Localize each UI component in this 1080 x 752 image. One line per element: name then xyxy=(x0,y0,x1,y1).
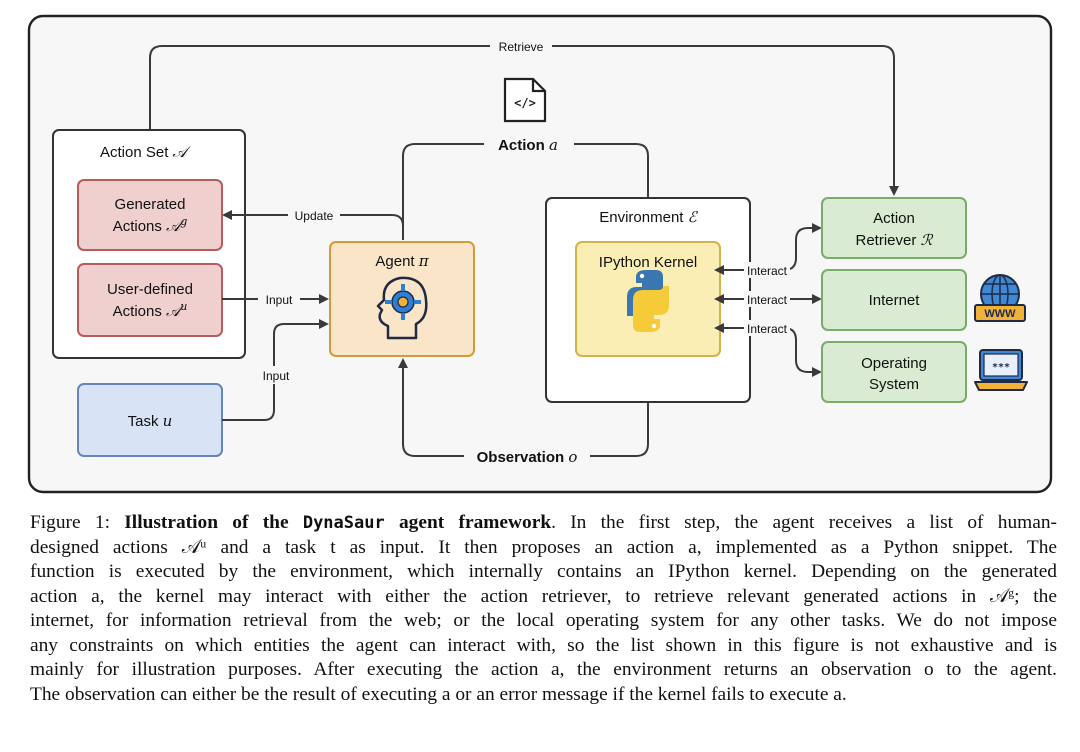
caption-line-1: Figure 1: Illustration of the DynaSaur a… xyxy=(30,512,1058,533)
operating-system-line1: Operating xyxy=(861,355,927,372)
python-logo-icon xyxy=(627,270,669,332)
operating-system-line2: System xyxy=(869,376,919,393)
generated-actions-line2: Actions 𝒜g xyxy=(113,215,188,235)
caption-line-7: mainly for illustration purposes. After … xyxy=(30,659,1057,680)
internet-box xyxy=(821,269,967,331)
environment-label: Environment ℰ xyxy=(599,208,698,226)
interact-label-2: Interact xyxy=(747,293,788,307)
retrieve-label: Retrieve xyxy=(499,40,544,54)
caption-line-6: any constraints on which entities the ag… xyxy=(30,634,1057,656)
user-defined-actions-line2: Actions 𝒜u xyxy=(113,300,188,320)
caption-line-3: function is executed by the environment,… xyxy=(30,561,1057,582)
caption-line-5: internet, for information retrieval from… xyxy=(30,610,1057,631)
figure-caption: Figure 1: Illustration of the DynaSaur a… xyxy=(30,511,1057,707)
interact-label-3: Interact xyxy=(747,322,788,336)
operating-system-box xyxy=(821,341,967,403)
input-label-1: Input xyxy=(266,293,293,307)
action-label: Action a xyxy=(498,136,558,154)
ipython-kernel-label: IPython Kernel xyxy=(599,254,697,271)
svg-text:***: *** xyxy=(992,362,1010,373)
action-retriever-line2: Retriever ℛ xyxy=(856,231,934,249)
task-label: Task u xyxy=(128,412,173,430)
action-retriever-box xyxy=(821,197,967,259)
internet-label: Internet xyxy=(869,292,921,309)
code-file-icon: </> xyxy=(503,77,547,123)
agent-label: Agent π xyxy=(375,252,429,270)
caption-line-2: designed actions 𝒜ᵘ and a task t as inpu… xyxy=(30,536,1057,558)
caption-line-4: action a, the kernel may interact with e… xyxy=(30,585,1057,607)
head-gear-icon xyxy=(376,276,428,340)
user-defined-actions-box xyxy=(77,263,223,337)
action-retriever-line1: Action xyxy=(873,210,915,227)
framework-diagram: Retrieve Action Set 𝒜 Generated Actions … xyxy=(27,14,1053,494)
observation-label: Observation o xyxy=(477,448,578,466)
interact-label-1: Interact xyxy=(747,264,788,278)
svg-text:</>: </> xyxy=(514,96,536,110)
caption-line-8: The observation can either be the result… xyxy=(30,683,847,705)
action-set-label: Action Set 𝒜 xyxy=(100,143,192,161)
update-label: Update xyxy=(295,209,334,223)
user-defined-actions-line1: User-defined xyxy=(107,281,193,298)
generated-actions-box xyxy=(77,179,223,251)
input-label-2: Input xyxy=(263,369,290,383)
laptop-icon: *** xyxy=(974,349,1028,391)
svg-text:WWW: WWW xyxy=(984,308,1016,320)
generated-actions-line1: Generated xyxy=(115,196,186,213)
globe-www-icon: WWW xyxy=(974,274,1026,322)
